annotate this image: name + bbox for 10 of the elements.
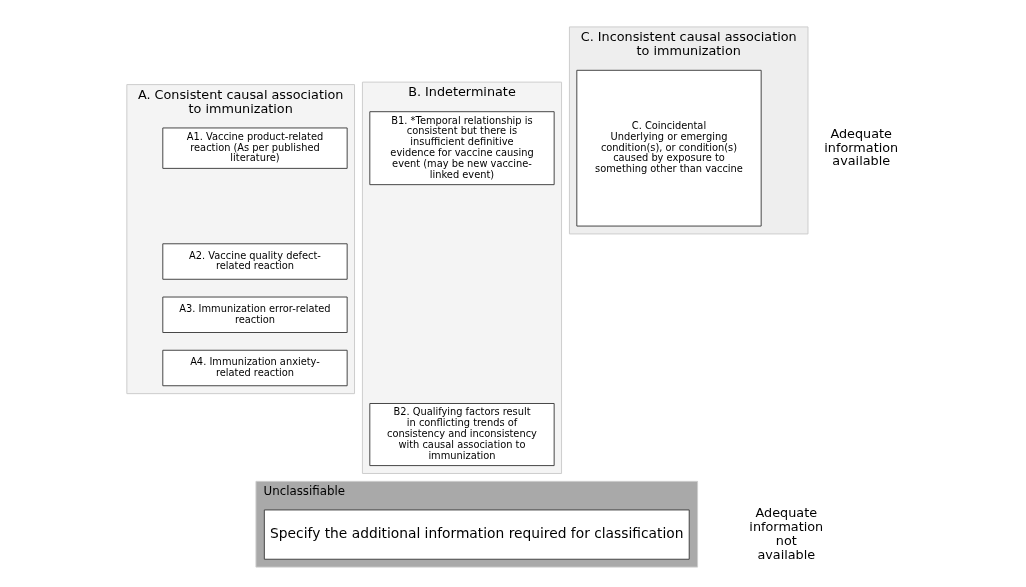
node-box: A2. Vaccine quality defect-related reaction (162, 243, 348, 280)
node-box: B1. *Temporal relationship is consistent but there is insufficient definitive evidence for vaccine causing event (may be new vaccine-linked event) (369, 111, 555, 186)
node-box: Specify the additional information required for classification (263, 509, 690, 560)
label: Adequate information available (824, 125, 899, 169)
node-box: A3. Immunization error-related reaction (162, 296, 348, 333)
node-box: B2. Qualifying factors result in conflicting trends of consistency and inconsistency with causal association to immunization (369, 403, 555, 467)
label: Adequate information not available (749, 505, 824, 562)
node-box: A4. Immunization anxiety-related reaction (162, 349, 348, 387)
node-box: A1. Vaccine product-related reaction (As per published literature) (162, 127, 348, 169)
node-box: C. Coincidental Underlying or emerging condition(s), or condition(s) caused by exposure to something other than vaccine (576, 69, 762, 227)
